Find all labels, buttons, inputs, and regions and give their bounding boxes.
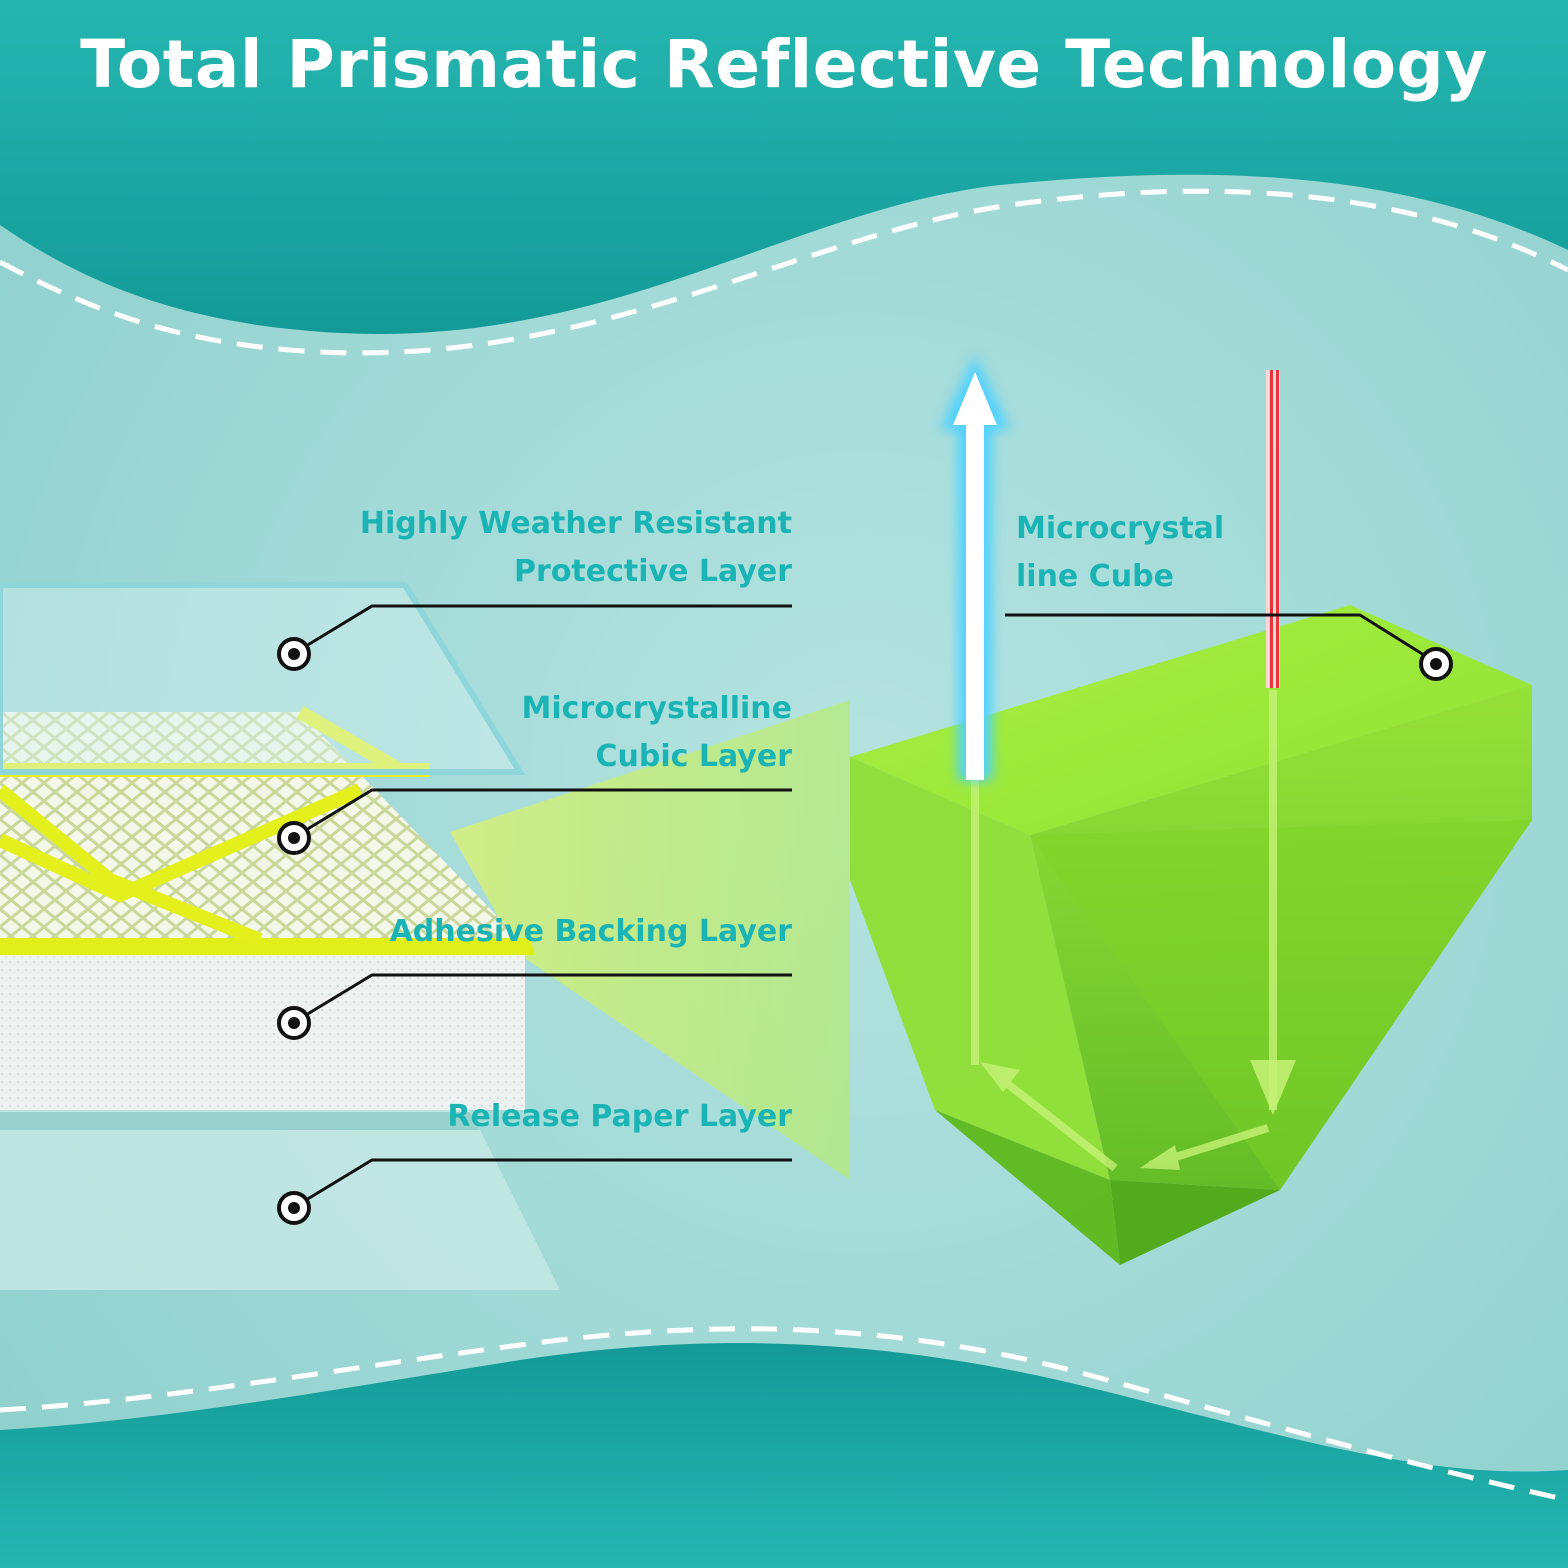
label-line: Adhesive Backing Layer [389,914,792,949]
label-line: Highly Weather Resistant [359,506,792,541]
leader-lines [305,604,1425,1202]
label-protective-layer: Highly Weather Resistant Protective Laye… [360,500,792,596]
label-line: Release Paper Layer [447,1099,792,1134]
label-adhesive-layer: Adhesive Backing Layer [390,908,792,956]
reflected-ray [940,355,1010,780]
label-line: Microcrystalline [521,691,792,726]
page-title: Total Prismatic Reflective Technology [80,26,1488,103]
protective-layer-shape [0,582,526,775]
label-line: Protective Layer [514,554,792,589]
label-cubic-layer: Microcrystalline Cubic Layer [522,685,792,781]
label-line: Microcrystal [1016,511,1225,546]
adhesive-backing-layer-shape [0,955,525,1110]
marker-icon [277,637,1453,1225]
label-cube: Microcrystal line Cube [1016,505,1224,601]
internal-reflection-path [971,780,1270,1172]
incident-ray [1250,370,1296,1115]
label-line: line Cube [1016,559,1174,594]
projection-beam [450,700,850,1180]
microcrystalline-cube-shape [850,605,1532,1265]
label-line: Cubic Layer [595,739,793,774]
label-release-paper-layer: Release Paper Layer [447,1093,792,1141]
